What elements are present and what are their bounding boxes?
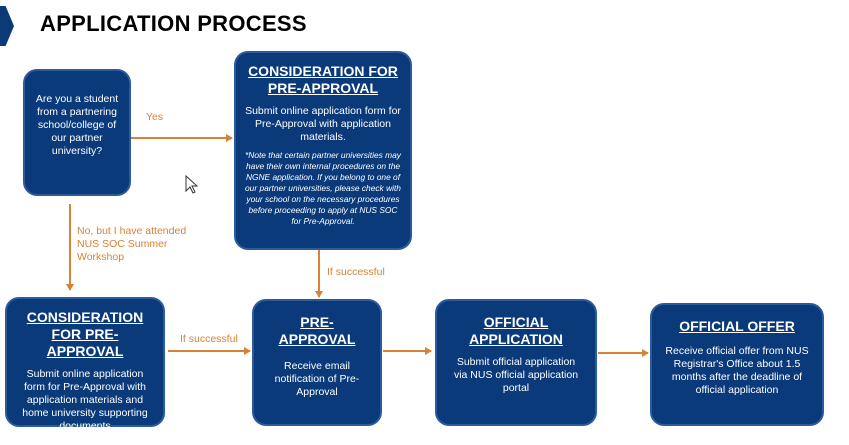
official-offer-box: OFFICIAL OFFER Receive official offer fr… bbox=[650, 303, 824, 426]
edge-label-if-successful-top: If successful bbox=[327, 266, 385, 278]
consideration-top-title: CONSIDERATION FOR PRE-APPROVAL bbox=[248, 63, 398, 96]
official-offer-text: Receive official offer from NUS Registra… bbox=[665, 345, 809, 396]
edge-label-yes: Yes bbox=[146, 111, 164, 123]
question-box: Are you a student from a partnering scho… bbox=[23, 69, 131, 196]
pre-approval-text: Receive email notification of Pre-Approv… bbox=[274, 360, 360, 398]
consideration-bottom-text: Submit online application form for Pre-A… bbox=[22, 368, 148, 432]
consideration-top-box: CONSIDERATION FOR PRE-APPROVAL Submit on… bbox=[234, 51, 412, 250]
consideration-bottom-box: CONSIDERATION FOR PRE-APPROVAL Submit on… bbox=[5, 297, 165, 432]
official-application-text: Submit official application via NUS offi… bbox=[453, 356, 579, 394]
page-title: APPLICATION PROCESS bbox=[40, 11, 307, 36]
question-text: Are you a student from a partnering scho… bbox=[35, 93, 119, 157]
pre-approval-box: PRE-APPROVAL Receive email notification … bbox=[252, 299, 382, 426]
consideration-top-note: *Note that certain partner universities … bbox=[245, 150, 401, 226]
consideration-top-text: Submit online application form for Pre-A… bbox=[245, 105, 401, 143]
mouse-pointer-icon bbox=[185, 175, 199, 194]
official-application-title: OFFICIAL APPLICATION bbox=[469, 314, 563, 347]
official-offer-title: OFFICIAL OFFER bbox=[679, 318, 795, 334]
edge-label-if-successful-left: If successful bbox=[180, 333, 238, 345]
pre-approval-title: PRE-APPROVAL bbox=[278, 314, 356, 347]
official-application-box: OFFICIAL APPLICATION Submit official app… bbox=[435, 299, 597, 426]
consideration-bottom-title: CONSIDERATION FOR PRE-APPROVAL bbox=[26, 309, 144, 359]
edge-label-no: No, but I have attended NUS SOC Summer W… bbox=[77, 225, 187, 263]
